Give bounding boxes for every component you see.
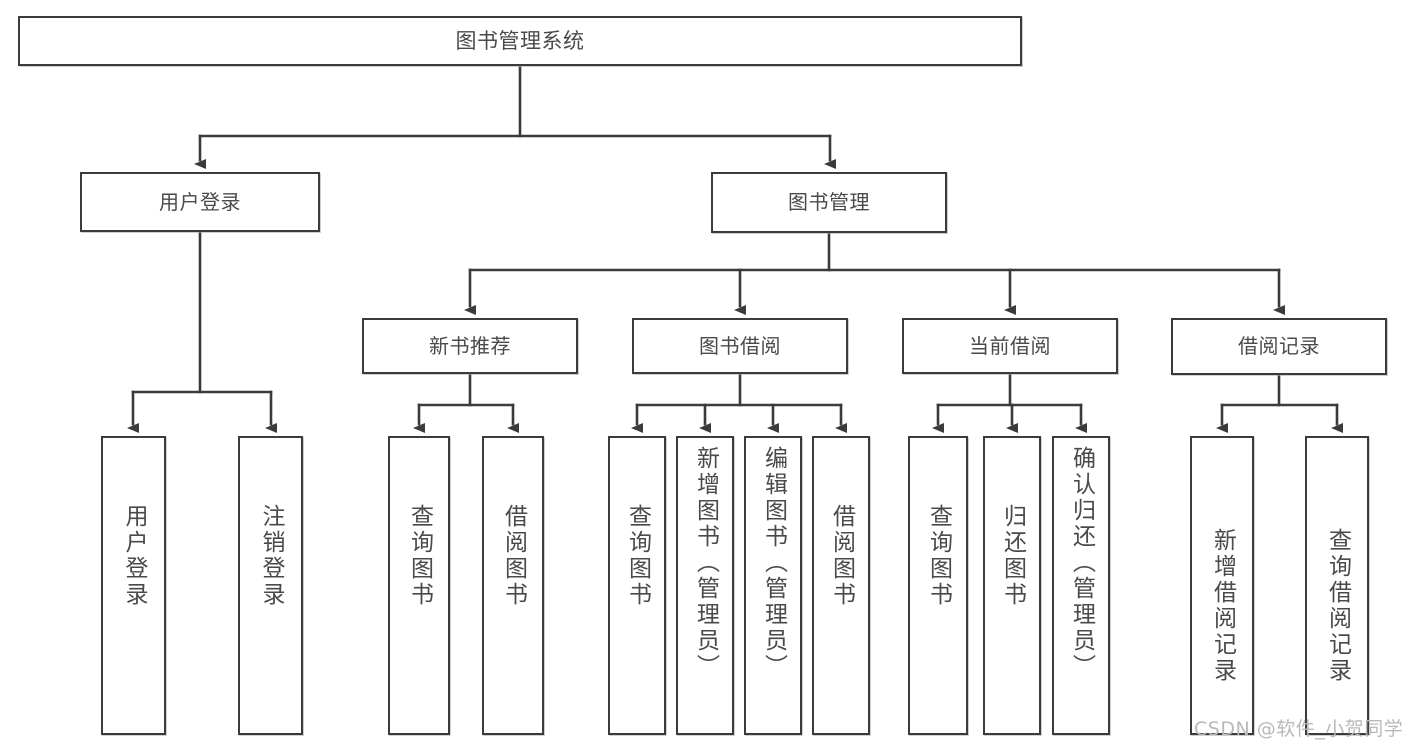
leaf-query-book-recommend[interactable]: 查询图书 (388, 436, 450, 735)
node-level3-book-borrow[interactable]: 图书借阅 (632, 318, 848, 374)
leaf-query-book-borrow[interactable]: 查询图书 (608, 436, 666, 735)
node-label: 注销登录 (258, 504, 284, 608)
node-label: 编辑图书（管理员） (760, 446, 787, 680)
leaf-add-book-admin[interactable]: 新增图书（管理员） (676, 436, 734, 735)
leaf-edit-book-admin[interactable]: 编辑图书（管理员） (744, 436, 802, 735)
node-label: 归还图书 (999, 504, 1026, 608)
leaf-query-borrow-record[interactable]: 查询借阅记录 (1305, 436, 1369, 735)
node-label: 查询图书 (624, 504, 651, 608)
node-label: 图书管理 (788, 190, 870, 214)
leaf-borrow-book-recommend[interactable]: 借阅图书 (482, 436, 544, 735)
node-level3-borrow-record[interactable]: 借阅记录 (1171, 318, 1387, 375)
leaf-confirm-return-admin[interactable]: 确认归还（管理员） (1052, 436, 1110, 735)
node-label: 新增借阅记录 (1209, 528, 1236, 684)
node-label: 新增图书（管理员） (692, 446, 719, 680)
leaf-return-book[interactable]: 归还图书 (983, 436, 1041, 735)
leaf-logout-login[interactable]: 注销登录 (238, 436, 303, 735)
leaf-query-book-current[interactable]: 查询图书 (908, 436, 968, 735)
leaf-add-borrow-record[interactable]: 新增借阅记录 (1190, 436, 1254, 735)
leaf-user-login[interactable]: 用户登录 (101, 436, 166, 735)
node-level2-user-login[interactable]: 用户登录 (80, 172, 320, 232)
leaf-borrow-book[interactable]: 借阅图书 (812, 436, 870, 735)
node-label: 当前借阅 (969, 333, 1051, 358)
watermark-text: CSDN @软件_小贺同学 (1194, 718, 1404, 740)
node-label: 图书管理系统 (455, 28, 585, 53)
node-level3-new-book-recommend[interactable]: 新书推荐 (362, 318, 578, 374)
node-label: 借阅记录 (1238, 334, 1320, 358)
node-label: 查询图书 (925, 504, 952, 608)
node-level3-current-borrow[interactable]: 当前借阅 (902, 318, 1118, 374)
node-label: 借阅图书 (828, 504, 855, 608)
node-root[interactable]: 图书管理系统 (18, 16, 1022, 66)
node-label: 用户登录 (159, 189, 241, 214)
node-label: 借阅图书 (500, 504, 527, 608)
node-label: 用户登录 (121, 504, 147, 608)
node-label: 查询图书 (406, 504, 433, 608)
node-label: 新书推荐 (429, 333, 511, 358)
node-level2-book-management[interactable]: 图书管理 (711, 172, 947, 233)
node-label: 查询借阅记录 (1324, 528, 1351, 684)
node-label: 确认归还（管理员） (1068, 446, 1095, 680)
node-label: 图书借阅 (699, 333, 781, 358)
